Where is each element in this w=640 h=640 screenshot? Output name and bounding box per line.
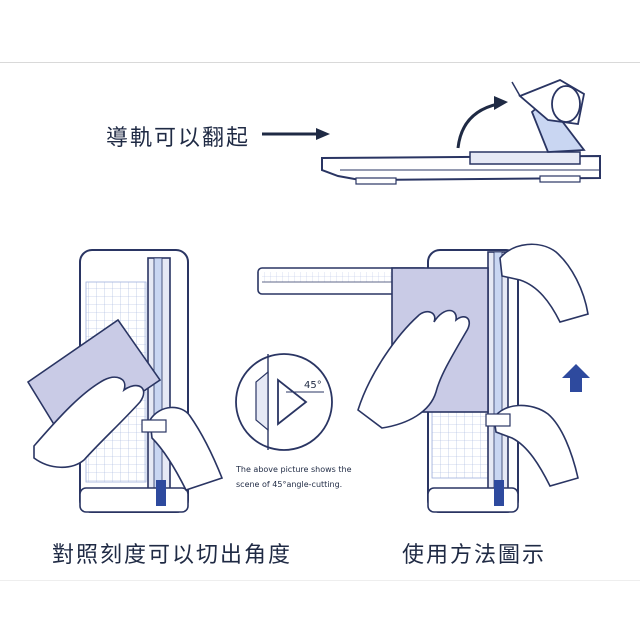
arrow-up-icon [562,364,590,392]
cutter-side-view [321,79,601,185]
angle-callout-circle: 45° [235,353,333,451]
right-hand-slider [141,406,224,491]
angle-scale-caption: 對照刻度可以切出角度 [52,543,293,568]
usage-caption: 使用方法圖示 [402,543,547,568]
hand-holding-rail [499,243,589,323]
angle-degree-label: 45° [304,380,322,391]
hand-on-paper [357,309,471,429]
arrow-right-icon [262,128,330,140]
left-hand-pressing [33,376,145,469]
angle-note-line1: The above picture shows the [236,465,352,474]
angle-note-line2: scene of 45°angle-cutting. [236,480,343,489]
curved-arrow-icon [456,96,508,149]
top-divider [0,62,640,63]
bottom-divider [0,580,640,581]
rail-fold-caption: 導軌可以翻起 [106,126,251,151]
hand-on-slider [485,404,579,487]
angle-note: The above picture shows the scene of 45°… [236,462,366,492]
